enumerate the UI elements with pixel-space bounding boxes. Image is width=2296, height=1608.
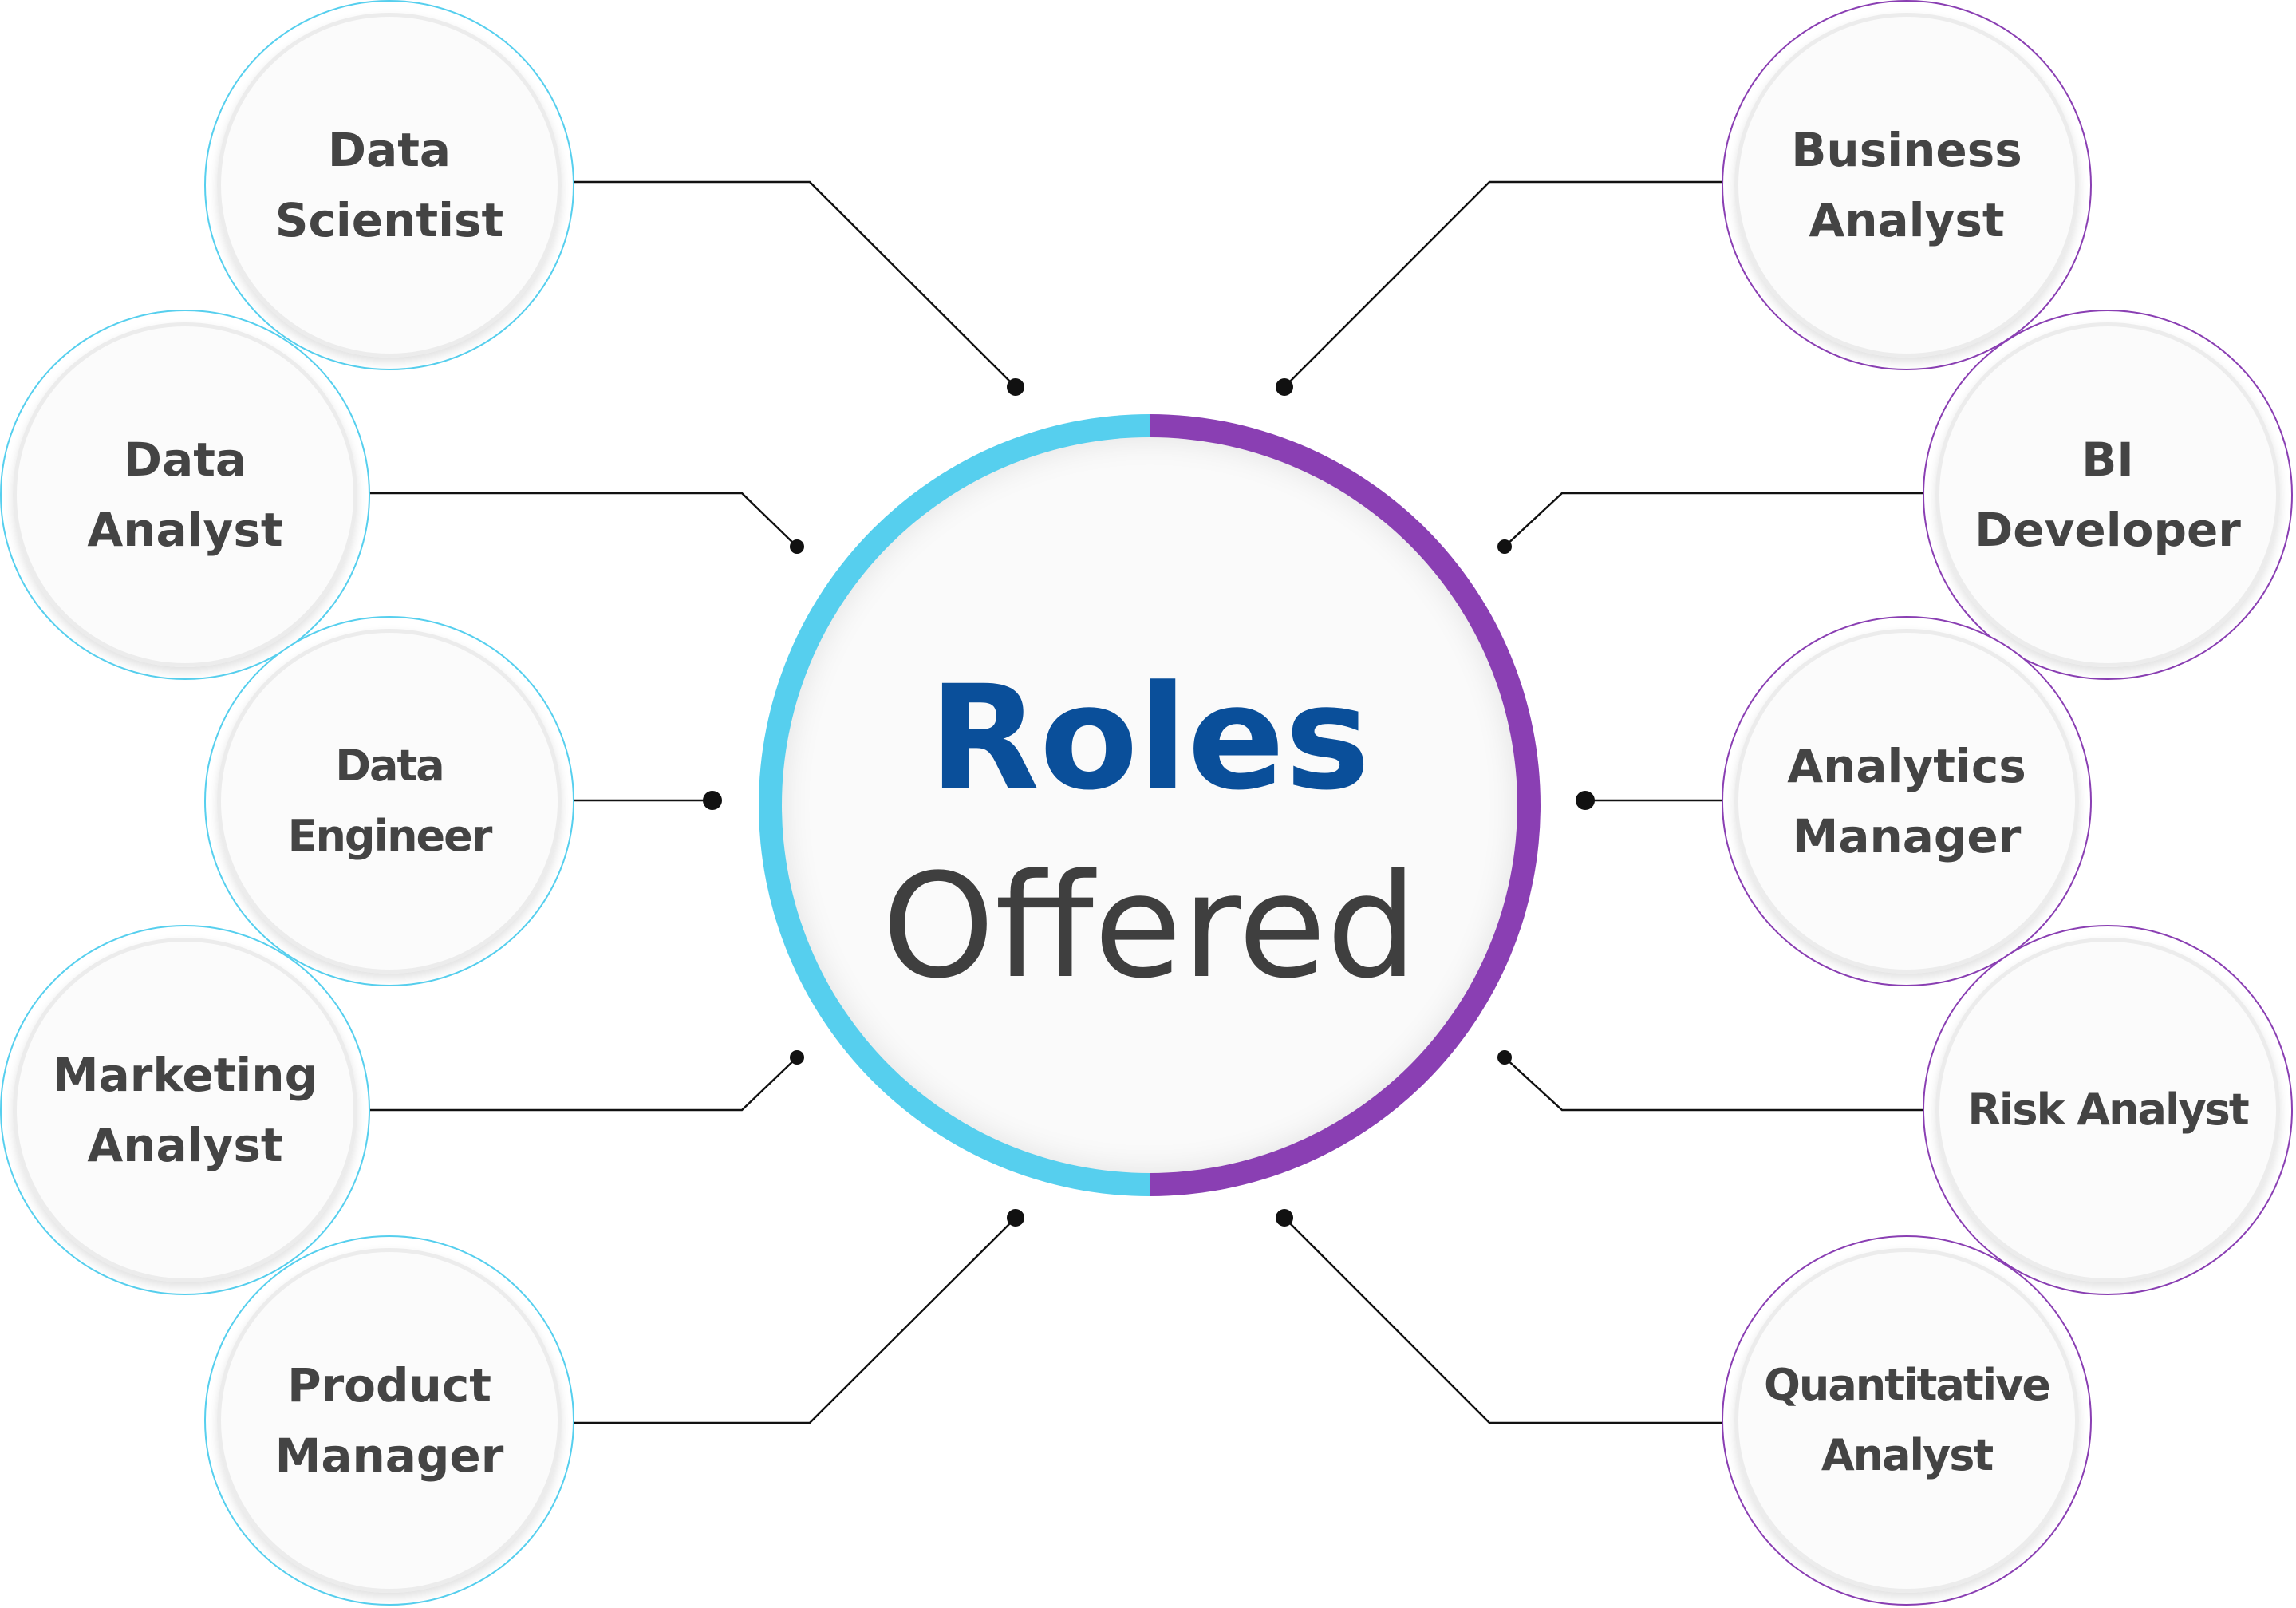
role-label-line1: Marketing — [52, 1048, 318, 1102]
role-node-marketing-analyst: Marketing Analyst — [0, 925, 370, 1295]
hub-title-offered: Offered — [882, 844, 1418, 1010]
roles-offered-hub: Roles Offered — [759, 414, 1541, 1196]
role-label-line1: Product — [287, 1358, 491, 1412]
role-label-line2: Manager — [274, 1428, 504, 1483]
hub-title-roles: Roles — [929, 655, 1371, 822]
role-label-line1: BI — [2081, 433, 2134, 487]
role-node-quantitative-analyst: Quantitative Analyst — [1722, 1235, 2092, 1606]
role-node-bi-developer: BI Developer — [1923, 310, 2293, 680]
role-node-data-analyst: Data Analyst — [0, 310, 370, 680]
role-label-line1: Data — [335, 741, 445, 791]
connector-data-analyst — [355, 492, 798, 547]
role-label-line1: Quantitative — [1764, 1360, 2051, 1410]
role-label-line2: Analyst — [87, 503, 283, 557]
role-node-data-engineer: Data Engineer — [204, 616, 574, 986]
role-label-line2: Analyst — [1821, 1430, 1994, 1480]
role-node-product-manager: Product Manager — [204, 1235, 574, 1606]
role-label-line1: Analytics — [1787, 739, 2026, 793]
connector-dot — [703, 791, 722, 810]
connector-quantitative-analyst — [1284, 1217, 1735, 1424]
role-label-line2: Scientist — [274, 193, 504, 247]
hub-disc: Roles Offered — [782, 437, 1517, 1173]
connector-marketing-analyst — [355, 1057, 798, 1112]
connector-dot — [1276, 1209, 1293, 1227]
connector-business-analyst — [1284, 180, 1735, 388]
role-label-line2: Engineer — [287, 811, 493, 861]
role-node-business-analyst: Business Analyst — [1722, 0, 2092, 370]
connector-dot — [1276, 378, 1293, 396]
connector-risk-analyst — [1504, 1057, 1931, 1112]
role-label-line1: Risk Analyst — [1967, 1085, 2249, 1135]
role-node-risk-analyst: Risk Analyst — [1923, 925, 2293, 1295]
connector-dot — [1007, 1209, 1024, 1227]
role-label-line2: Analyst — [87, 1118, 283, 1172]
role-label-line2: Analyst — [1809, 193, 2005, 247]
connector-data-scientist — [558, 180, 1016, 388]
role-node-data-scientist: Data Scientist — [204, 0, 574, 370]
connector-dot — [1007, 378, 1024, 396]
connector-product-manager — [558, 1217, 1016, 1424]
role-label-line2: Developer — [1974, 503, 2241, 557]
connector-dot — [1497, 539, 1512, 554]
role-label-line1: Data — [123, 433, 247, 487]
role-node-analytics-manager: Analytics Manager — [1722, 616, 2092, 986]
connector-dot — [1576, 791, 1595, 810]
connector-dot — [790, 1050, 804, 1065]
role-label-line1: Business — [1791, 123, 2022, 177]
role-label-line1: Data — [327, 123, 452, 177]
connector-dot — [1497, 1050, 1512, 1065]
role-label-line2: Manager — [1792, 809, 2022, 863]
connector-dot — [790, 539, 804, 554]
connector-bi-developer — [1504, 492, 1931, 547]
